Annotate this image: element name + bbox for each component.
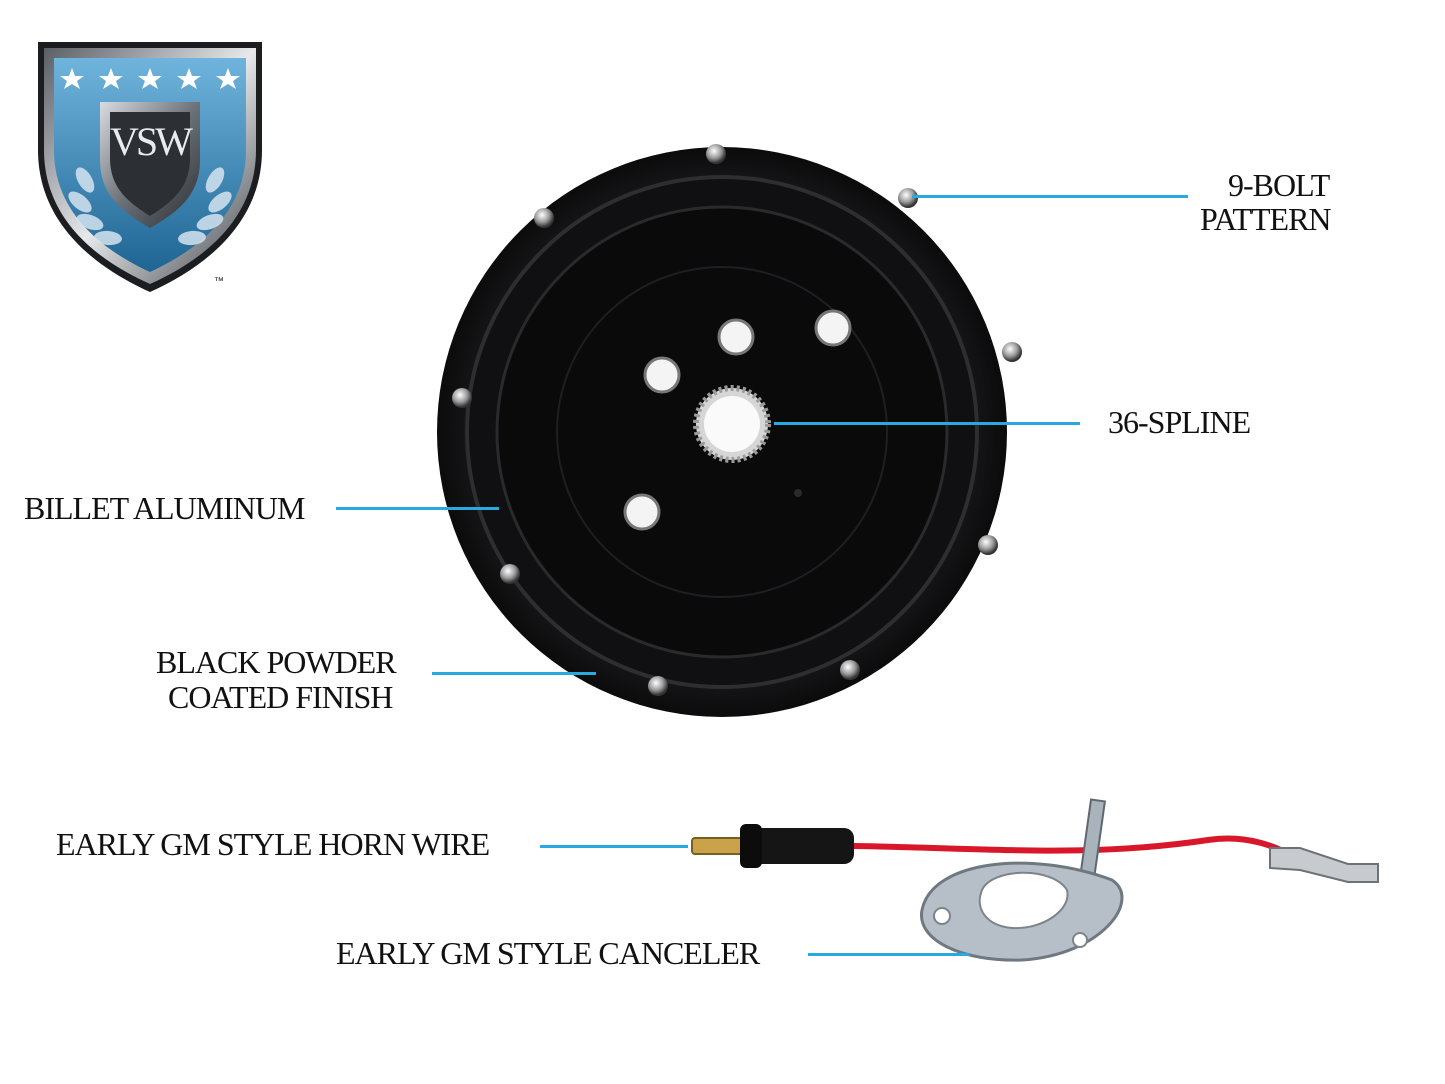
leader-line-spline bbox=[774, 422, 1080, 425]
callout-powder-coat-line2: COATED FINISH bbox=[168, 679, 393, 715]
logo-text: VSW bbox=[110, 119, 193, 164]
leader-line-billet-aluminum bbox=[336, 507, 499, 510]
leader-line-powder-coat bbox=[432, 672, 596, 675]
callout-powder-coat-line1: BLACK POWDER bbox=[156, 644, 397, 680]
leader-line-canceler bbox=[808, 953, 970, 956]
leader-line-bolt-pattern bbox=[912, 195, 1188, 198]
leader-line-horn-wire bbox=[540, 845, 688, 848]
canceler-ring-icon bbox=[920, 798, 1124, 962]
callout-spline: 36-SPLINE bbox=[1108, 404, 1251, 440]
callout-canceler: EARLY GM STYLE CANCELER bbox=[336, 935, 760, 971]
horn-wire-icon bbox=[691, 824, 1379, 883]
callout-horn-wire: EARLY GM STYLE HORN WIRE bbox=[56, 826, 490, 862]
steering-hub-adapter-icon bbox=[437, 144, 1022, 717]
callout-billet-aluminum: BILLET ALUMINUM bbox=[24, 490, 305, 526]
trademark-mark: ™ bbox=[214, 276, 224, 287]
callout-bolt-pattern-line1: 9-BOLT bbox=[1228, 167, 1330, 203]
callout-bolt-pattern-line2: PATTERN bbox=[1200, 201, 1332, 237]
bolt-holes bbox=[452, 144, 1022, 696]
vsw-shield-logo-icon bbox=[38, 42, 262, 292]
